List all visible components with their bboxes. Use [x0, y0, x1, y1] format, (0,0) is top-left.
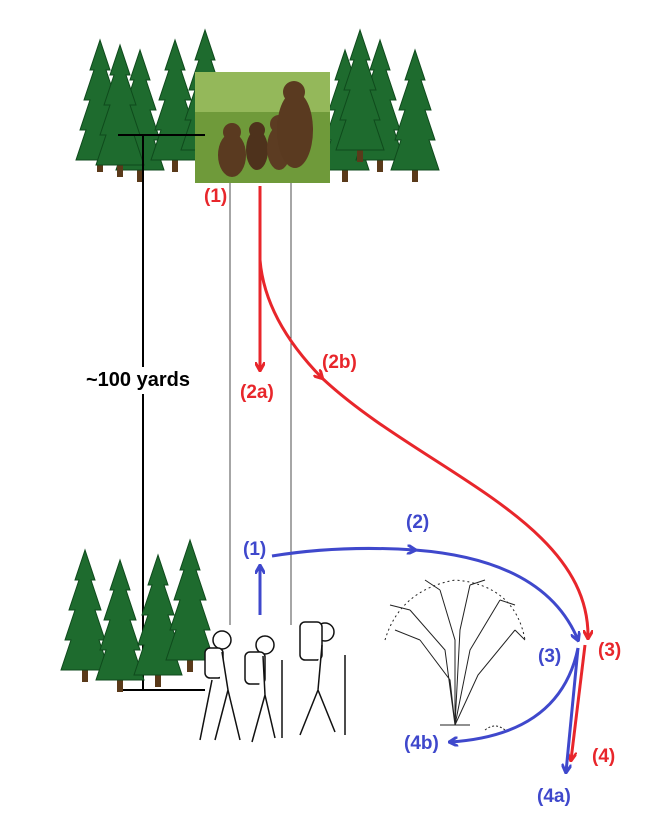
hiker-path-4a — [566, 647, 580, 772]
bear-path-3 — [320, 376, 588, 638]
bear-step-3-label: (3) — [598, 640, 622, 661]
hiker-step-4a-label: (4a) — [537, 786, 571, 807]
sight-lines — [229, 183, 292, 625]
bush — [384, 579, 526, 731]
hiker-path-4b — [450, 647, 580, 742]
bear-path-2b — [258, 259, 322, 378]
bear-paths — [260, 186, 588, 760]
hiker-paths — [260, 548, 578, 772]
hiker-step-2-label: (2) — [406, 512, 430, 533]
bear-step-2a-label: (2a) — [240, 382, 274, 403]
hiker-path-2 — [271, 548, 415, 558]
bear-step-1-label: (1) — [204, 186, 228, 207]
bear-step-4-label: (4) — [592, 746, 616, 767]
bottom-forest — [60, 539, 215, 693]
bear-step-2b-label: (2b) — [322, 352, 357, 373]
distance-label: ~100 yards — [84, 367, 192, 394]
hiker-step-1-label: (1) — [243, 539, 267, 560]
distance-marker — [118, 134, 205, 691]
hiker-step-3-label: (3) — [538, 646, 562, 667]
bear-photo — [195, 72, 330, 183]
hiker-path-3 — [414, 548, 578, 640]
hiker-step-4b-label: (4b) — [404, 733, 439, 754]
hikers — [199, 621, 346, 743]
bear-path-4 — [571, 644, 587, 760]
